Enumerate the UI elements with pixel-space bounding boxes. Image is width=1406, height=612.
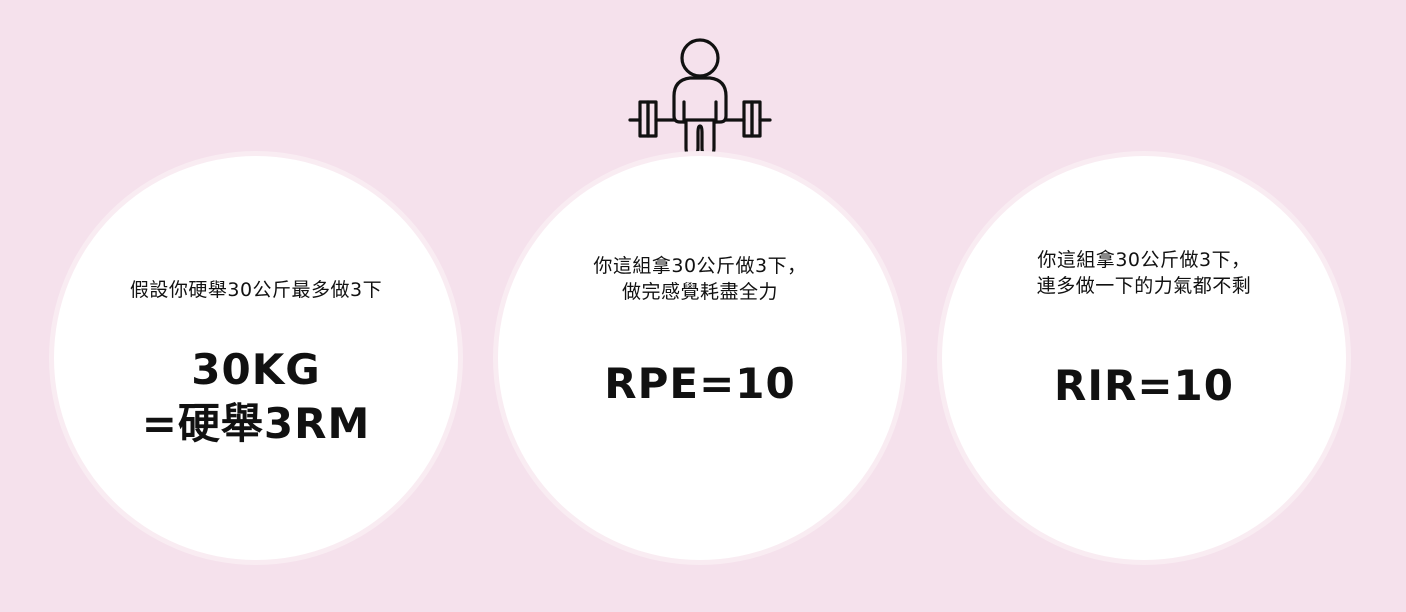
circle-subtitle: 你這組拿30公斤做3下， 做完感覺耗盡全力 — [593, 253, 806, 305]
circle-headline: RIR=10 — [1054, 359, 1234, 413]
circle-subtitle: 你這組拿30公斤做3下， 連多做一下的力氣都不剩 — [1037, 247, 1252, 299]
circle-rpe-example: 你這組拿30公斤做3下， 做完感覺耗盡全力 RPE=10 — [498, 156, 902, 560]
weightlifter-icon — [628, 38, 772, 158]
subtitle-line: 做完感覺耗盡全力 — [621, 281, 778, 303]
headline-line: 30KG — [191, 345, 321, 394]
subtitle-line: 假設你硬舉30公斤最多做3下 — [129, 279, 383, 301]
circle-headline: 30KG =硬舉3RM — [142, 343, 371, 451]
circle-subtitle: 假設你硬舉30公斤最多做3下 — [130, 277, 382, 303]
subtitle-line: 你這組拿30公斤做3下， — [1037, 249, 1251, 271]
subtitle-line: 你這組拿30公斤做3下， — [593, 255, 807, 277]
headline-line: =硬舉3RM — [141, 399, 371, 448]
headline-line: RPE=10 — [604, 359, 796, 408]
subtitle-line: 連多做一下的力氣都不剩 — [1036, 275, 1252, 297]
circle-headline: RPE=10 — [604, 357, 795, 411]
circle-1rm-example: 假設你硬舉30公斤最多做3下 30KG =硬舉3RM — [54, 156, 458, 560]
headline-line: RIR=10 — [1054, 361, 1234, 410]
circle-rir-example: 你這組拿30公斤做3下， 連多做一下的力氣都不剩 RIR=10 — [942, 156, 1346, 560]
